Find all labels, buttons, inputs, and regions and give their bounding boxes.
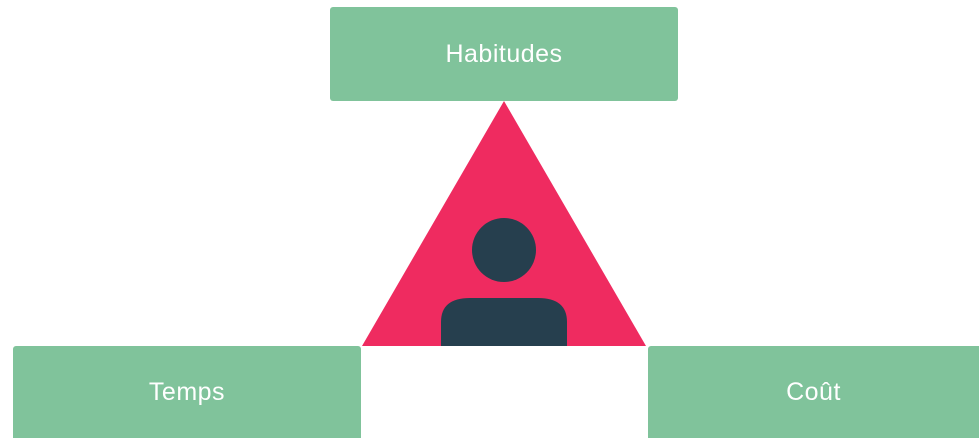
cout-box: Coût [648,346,979,438]
habitudes-label: Habitudes [445,39,563,68]
temps-box: Temps [13,346,361,438]
cout-label: Coût [786,377,841,406]
temps-label: Temps [148,377,226,406]
person-icon [441,218,567,346]
habitudes-box: Habitudes [330,7,678,101]
